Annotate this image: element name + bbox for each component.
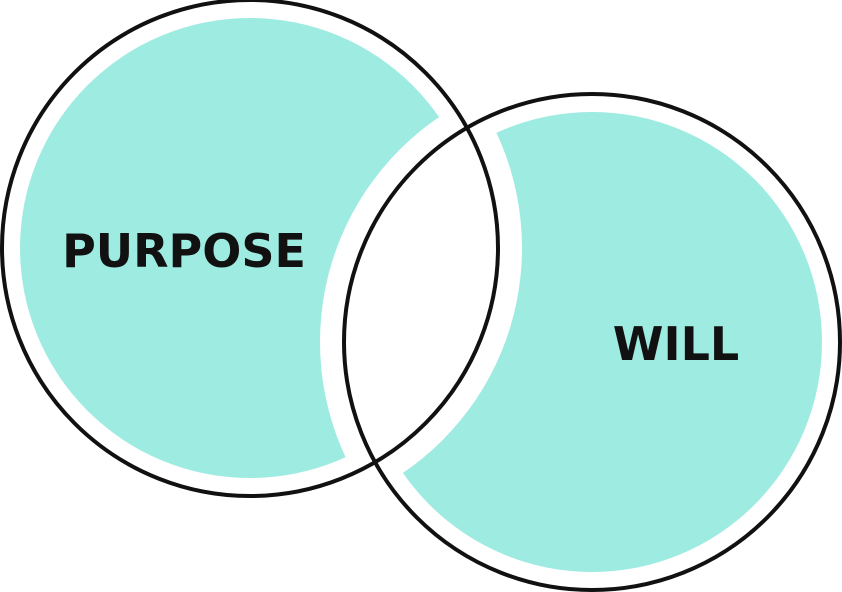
purpose-label: PURPOSE (62, 224, 306, 278)
purpose-circle-outline (0, 0, 500, 498)
will-circle-outline (342, 92, 842, 592)
will-label: WILL (613, 317, 739, 371)
